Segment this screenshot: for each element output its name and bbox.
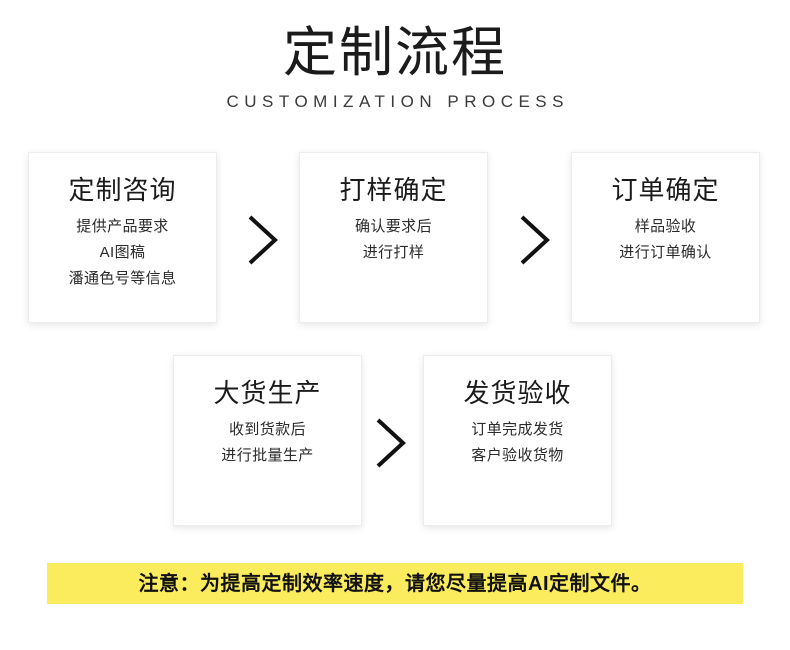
page-subtitle: CUSTOMIZATION PROCESS — [226, 92, 569, 111]
step-card-4-title: 大货生产 — [213, 378, 322, 408]
step-card-3: 订单确定 样品验收 进行订单确认 — [571, 152, 760, 323]
step-card-5-title: 发货验收 — [463, 378, 572, 408]
step-card-1: 定制咨询 提供产品要求 AI图稿 潘通色号等信息 — [28, 152, 217, 323]
step-card-4-line-2: 进行批量生产 — [221, 447, 314, 464]
step-card-1-line-2: AI图稿 — [99, 244, 146, 261]
step-card-1-details: 提供产品要求 AI图稿 潘通色号等信息 — [29, 214, 216, 292]
step-card-4: 大货生产 收到货款后 进行批量生产 — [173, 355, 362, 526]
step-card-2-details: 确认要求后 进行打样 — [300, 214, 487, 266]
notice-banner: 注意：为提高定制效率速度，请您尽量提高AI定制文件。 — [47, 563, 743, 604]
step-card-4-line-1: 收到货款后 — [228, 421, 306, 438]
step-card-5-details: 订单完成发货 客户验收货物 — [424, 417, 611, 469]
step-card-4-details: 收到货款后 进行批量生产 — [174, 417, 361, 469]
step-card-5-line-2: 客户验收货物 — [471, 447, 564, 464]
step-card-2-title: 打样确定 — [339, 175, 448, 205]
page-title: 定制流程 — [283, 23, 507, 83]
step-card-2: 打样确定 确认要求后 进行打样 — [299, 152, 488, 323]
step-card-5: 发货验收 订单完成发货 客户验收货物 — [423, 355, 612, 526]
notice-text: 注意：为提高定制效率速度，请您尽量提高AI定制文件。 — [138, 572, 652, 595]
step-card-2-line-2: 进行打样 — [362, 244, 425, 261]
step-card-1-title: 定制咨询 — [68, 175, 177, 205]
chevron-right-icon — [371, 415, 411, 471]
step-card-3-details: 样品验收 进行订单确认 — [572, 214, 759, 266]
step-card-1-line-3: 潘通色号等信息 — [68, 270, 177, 287]
step-card-5-line-1: 订单完成发货 — [471, 421, 564, 438]
step-card-3-title: 订单确定 — [611, 175, 720, 205]
step-card-1-line-1: 提供产品要求 — [76, 218, 169, 235]
step-card-2-line-1: 确认要求后 — [354, 218, 432, 235]
chevron-right-icon — [515, 212, 555, 268]
step-card-3-line-1: 样品验收 — [634, 218, 697, 235]
step-card-3-line-2: 进行订单确认 — [619, 244, 712, 261]
chevron-right-icon — [243, 212, 283, 268]
header: 定制流程 CUSTOMIZATION PROCESS — [0, 22, 790, 112]
